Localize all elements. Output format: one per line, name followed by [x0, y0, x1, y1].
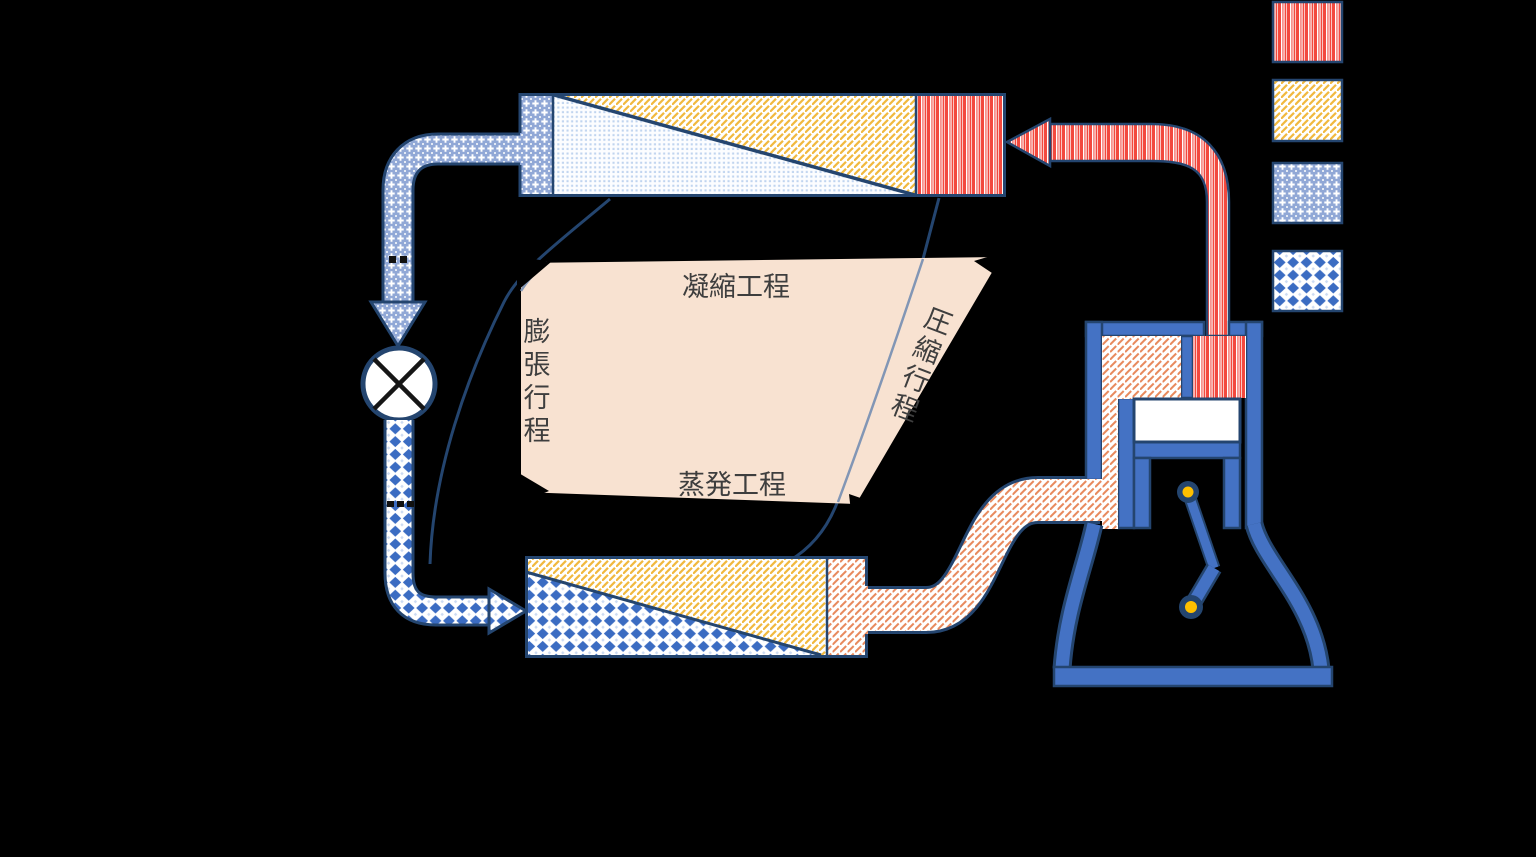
compressor-head-divider — [1179, 334, 1195, 400]
compressor-right-wall — [1244, 320, 1264, 530]
compressor-discharge-chamber — [1193, 336, 1246, 398]
liquid-pipe-break-marks — [389, 256, 407, 263]
svg-text:程: 程 — [524, 416, 551, 447]
evaporator-border — [525, 556, 868, 658]
two-phase-pipe — [383, 420, 529, 636]
yellow-diagonal-hatch-swatch — [1271, 78, 1344, 143]
evaporator — [525, 556, 868, 658]
crank-mechanism — [1177, 481, 1222, 619]
condenser-liquid-cap — [520, 93, 553, 197]
liquid-pipe-fill — [384, 135, 545, 303]
svg-text:膨: 膨 — [524, 317, 551, 348]
compressor — [1052, 320, 1334, 688]
quad-notch-bottom-right — [849, 494, 875, 521]
compressor-bore-wall — [1116, 396, 1136, 530]
two-phase-pipe-fill — [386, 420, 492, 624]
condenser-phase-line — [553, 93, 916, 197]
label-evaporation: 蒸発工程 — [678, 470, 786, 501]
piston — [1132, 397, 1242, 444]
compressor-top-bar-left — [1084, 320, 1206, 338]
svg-text:行: 行 — [524, 383, 551, 414]
quad-notch-top-left — [517, 256, 551, 291]
blue-cross-dot-swatch — [1271, 161, 1344, 225]
quad-notch-bottom-left — [517, 472, 549, 504]
dome-left-branch — [428, 197, 611, 565]
evaporator-phase-line — [525, 570, 822, 657]
two-phase-pipe-break-marks — [387, 501, 414, 507]
compressor-suction-channel — [1084, 336, 1181, 529]
cycle-quad: 凝縮工程 蒸発工程 膨 張 行 程 圧 縮 行 程 — [517, 252, 1004, 521]
expansion-valve-cross — [372, 357, 426, 411]
piston-plate — [1132, 440, 1242, 460]
discharge-pipe-body — [1048, 122, 1231, 338]
quad-notch-top-right — [974, 252, 1004, 277]
condenser — [518, 93, 1006, 197]
cycle-quad-body — [521, 257, 1001, 504]
discharge-pipe — [1004, 116, 1231, 338]
compressor-base — [1052, 665, 1334, 688]
svg-text:張: 張 — [524, 350, 551, 381]
suction-pipe-fill — [858, 479, 1100, 631]
dome-overlay-right — [836, 258, 925, 503]
crankcase-bell — [1052, 521, 1331, 671]
condenser-border — [518, 93, 1006, 197]
expansion-valve — [360, 345, 438, 423]
compressor-left-wall — [1084, 320, 1104, 482]
two-phase-pipe-arrowhead — [487, 586, 529, 636]
liquid-pipe-arrowhead — [368, 300, 428, 349]
blue-diamond-swatch — [1271, 249, 1344, 313]
piston-leg-left — [1132, 456, 1152, 530]
compressor-frame — [1084, 320, 1264, 530]
label-expansion: 膨 張 行 程 — [524, 317, 551, 447]
liquid-pipe — [368, 132, 545, 349]
red-vertical-stripes-swatch — [1271, 0, 1344, 64]
piston-assembly-frame — [1132, 440, 1242, 530]
condenser-hot-gas-region — [916, 93, 1006, 197]
evaporator-outlet-region — [827, 556, 868, 658]
legend — [1271, 0, 1344, 313]
two-phase-pipe-outline — [383, 420, 492, 627]
piston-leg-right — [1222, 456, 1242, 530]
discharge-pipe-arrowhead — [1004, 116, 1052, 169]
label-condensation: 凝縮工程 — [682, 272, 790, 303]
